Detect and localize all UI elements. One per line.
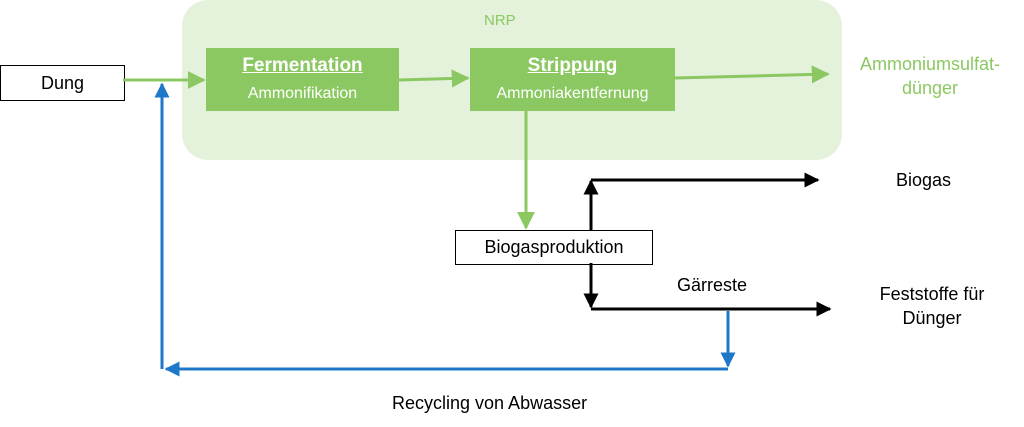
biogas-output: Biogas	[896, 170, 952, 190]
feststoffe-line1: Feststoffe für	[879, 284, 985, 304]
fermentation-box: Fermentation Ammonifikation	[206, 48, 399, 111]
strippung-subtitle: Ammoniakentfernung	[496, 85, 649, 102]
ammoniumsulfat-output: Ammoniumsulfat- dünger	[840, 52, 1020, 100]
biogasproduktion-box: Biogasproduktion	[455, 230, 653, 265]
biogasproduktion-label: Biogasproduktion	[484, 237, 624, 257]
ammoniumsulfat-line1: Ammoniumsulfat-	[859, 54, 1001, 74]
feststoffe-output: Feststoffe für Dünger	[862, 282, 1002, 330]
strippung-title: Strippung	[527, 55, 618, 76]
ammoniumsulfat-line2: dünger	[901, 78, 959, 98]
arrow-strippung-to-ammoniumsulfat	[674, 65, 830, 84]
feststoffe-line2: Dünger	[902, 308, 962, 328]
arrow-fermentation-to-strippung	[398, 69, 470, 88]
gaerreste-label: Gärreste	[677, 275, 748, 295]
dung-box: Dung	[0, 65, 125, 101]
strippung-box: Strippung Ammoniakentfernung	[470, 48, 675, 111]
fermentation-title: Fermentation	[242, 55, 363, 76]
dung-label: Dung	[40, 72, 85, 93]
fermentation-subtitle: Ammonifikation	[247, 85, 358, 102]
recycling-label: Recycling von Abwasser	[392, 393, 588, 413]
nrp-label: NRP	[484, 12, 516, 29]
